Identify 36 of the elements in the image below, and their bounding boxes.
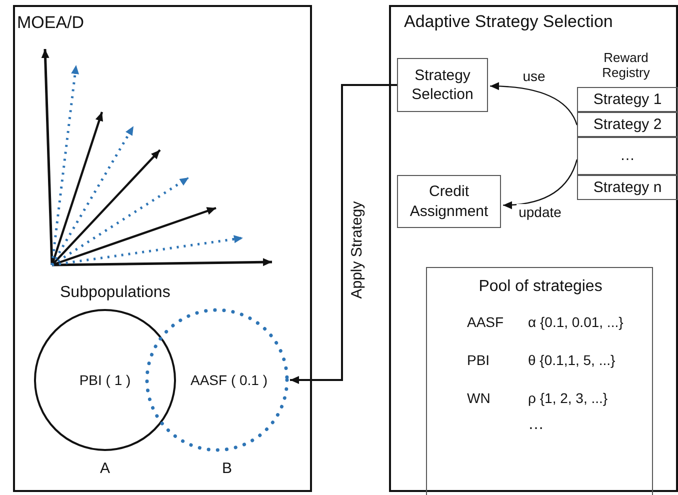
- panel: [13, 5, 312, 492]
- circle-label: PBI ( 1 ): [78, 371, 132, 390]
- process-box: [397, 58, 488, 112]
- edge-label: update: [516, 204, 564, 220]
- table-cell: WN: [467, 390, 490, 406]
- circle-caption: A: [98, 458, 111, 478]
- table-cell: α {0.1, 0.01, ...}: [528, 314, 624, 330]
- box-label: …: [619, 146, 636, 166]
- table-cell: θ {0.1,1, 5, ...}: [528, 352, 616, 368]
- table-row: [577, 112, 678, 137]
- table-row: [577, 175, 678, 200]
- edge-label: Apply Strategy: [348, 199, 366, 301]
- panel-title: MOEA/D: [17, 13, 84, 33]
- table-heading: Reward Registry: [601, 49, 651, 82]
- strategy-pool-table: [426, 267, 653, 495]
- table-cell: …: [528, 416, 544, 434]
- table-cell: PBI: [467, 352, 490, 368]
- table-row: [577, 137, 678, 175]
- arrow: [502, 159, 578, 209]
- box-label: Credit Assignment: [408, 182, 490, 222]
- table-cell: ρ {1, 2, 3, ...}: [528, 390, 608, 406]
- circle-caption: B: [220, 458, 233, 478]
- table-row: [577, 87, 678, 112]
- circle-label: AASF ( 0.1 ): [189, 371, 269, 390]
- process-box: [397, 175, 501, 228]
- box-label: Strategy 1: [592, 90, 663, 110]
- arrow: [490, 82, 578, 126]
- arrow: [290, 84, 397, 384]
- box-label: Strategy 2: [592, 114, 663, 135]
- table-cell: AASF: [467, 314, 504, 330]
- table-heading: Pool of strategies: [478, 276, 604, 296]
- box-label: Strategy n: [592, 178, 663, 198]
- group-heading: Subpopulations: [60, 284, 170, 302]
- box-label: Strategy Selection: [410, 66, 474, 105]
- panel: [389, 5, 678, 492]
- panel-title: Adaptive Strategy Selection: [404, 12, 613, 32]
